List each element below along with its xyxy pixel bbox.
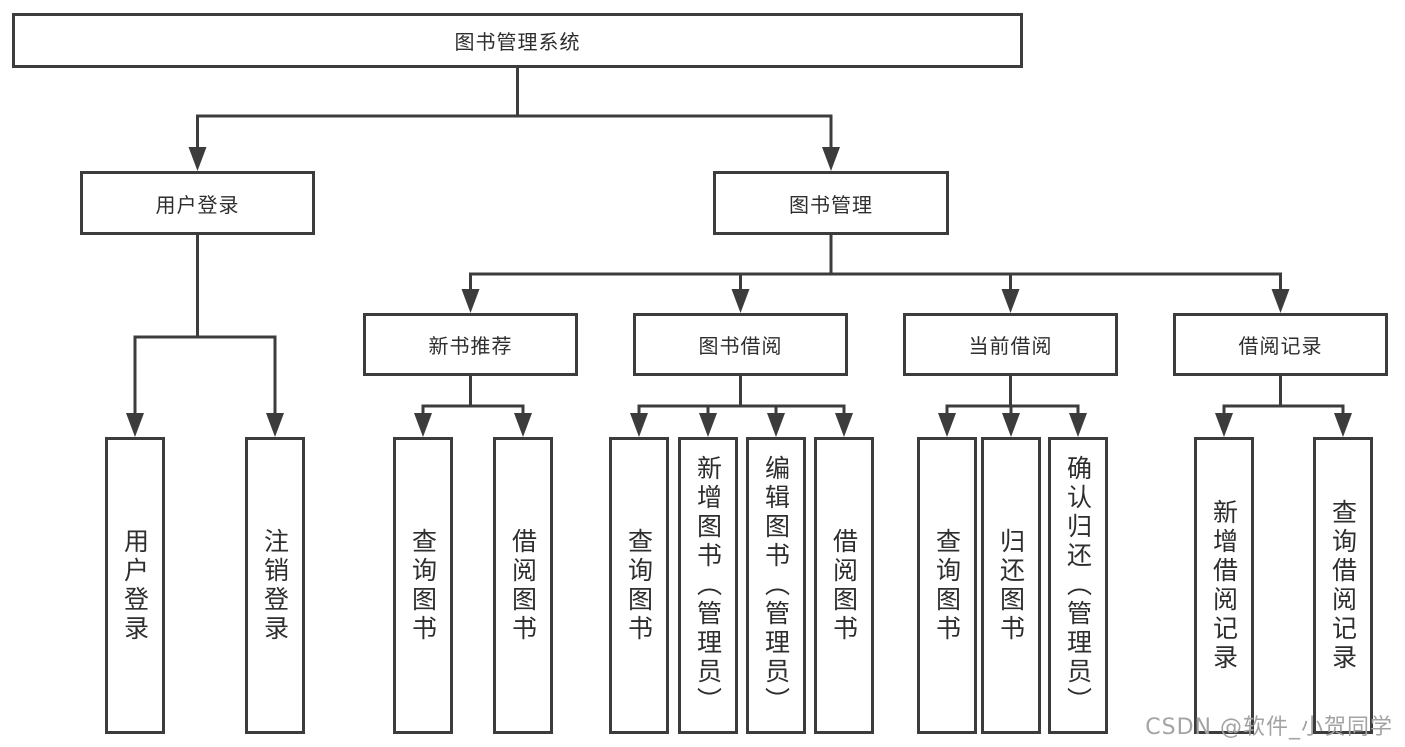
- leaf-label: 确认归还（管理员）: [1063, 455, 1093, 716]
- leaf-edit-books-admin: 编辑图书（管理员）: [746, 437, 806, 734]
- node-label: 新书推荐: [428, 334, 513, 358]
- leaf-borrow-books-recommend: 借阅图书: [493, 437, 553, 734]
- leaf-label: 编辑图书（管理员）: [761, 455, 791, 716]
- leaf-label: 注销登录: [260, 527, 290, 644]
- leaf-logout: 注销登录: [245, 437, 305, 734]
- leaf-add-books-admin: 新增图书（管理员）: [678, 437, 738, 734]
- leaf-return-books: 归还图书: [981, 437, 1041, 734]
- leaf-query-books-borrow: 查询图书: [609, 437, 669, 734]
- leaf-label: 查询图书: [624, 527, 654, 644]
- node-user-login: 用户登录: [80, 171, 315, 235]
- leaf-label: 查询图书: [932, 527, 962, 644]
- node-borrowing-records: 借阅记录: [1173, 313, 1388, 376]
- node-new-book-recommendation: 新书推荐: [363, 313, 578, 376]
- node-label: 图书借阅: [698, 334, 783, 358]
- leaf-label: 借阅图书: [508, 527, 538, 644]
- node-current-borrowing: 当前借阅: [903, 313, 1118, 376]
- leaf-query-books-recommend: 查询图书: [393, 437, 453, 734]
- leaf-label: 归还图书: [996, 527, 1026, 644]
- leaf-confirm-return-admin: 确认归还（管理员）: [1048, 437, 1108, 734]
- node-library-management-system: 图书管理系统: [12, 13, 1023, 68]
- watermark: CSDN @软件_小贺同学: [1145, 715, 1393, 740]
- leaf-add-borrow-record: 新增借阅记录: [1194, 437, 1254, 734]
- leaf-label: 查询图书: [408, 527, 438, 644]
- leaf-label: 借阅图书: [829, 527, 859, 644]
- node-label: 用户登录: [155, 192, 240, 217]
- leaf-borrow-books: 借阅图书: [814, 437, 874, 734]
- leaf-query-borrow-record: 查询借阅记录: [1313, 437, 1373, 734]
- node-book-borrowing: 图书借阅: [633, 313, 848, 376]
- node-book-management: 图书管理: [713, 171, 949, 235]
- leaf-label: 用户登录: [120, 527, 150, 644]
- leaf-query-books-current: 查询图书: [917, 437, 977, 734]
- node-label: 图书管理系统: [454, 30, 581, 54]
- leaf-label: 新增图书（管理员）: [693, 455, 723, 716]
- leaf-label: 新增借阅记录: [1209, 498, 1239, 673]
- node-label: 图书管理: [789, 192, 873, 217]
- leaf-label: 查询借阅记录: [1328, 498, 1358, 673]
- node-label: 当前借阅: [968, 334, 1053, 358]
- node-label: 借阅记录: [1238, 334, 1323, 358]
- leaf-user-login: 用户登录: [105, 437, 165, 734]
